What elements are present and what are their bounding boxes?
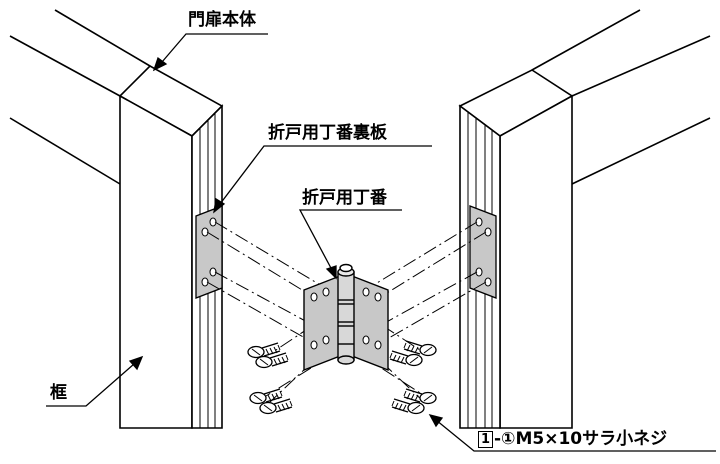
label-hinge: 折戸用丁番 — [302, 188, 387, 208]
label-hinge-back-plate: 折戸用丁番裏板 — [268, 123, 387, 143]
label-door-body: 門扉本体 — [188, 10, 256, 30]
right-back-plate — [469, 205, 497, 299]
label-screw-text: -①M5×10サラ小ネジ — [494, 429, 668, 449]
part-number-box: 1 — [478, 431, 493, 448]
screws-left — [247, 342, 293, 415]
left-door-rail — [9, 9, 151, 185]
right-door-rail — [531, 9, 711, 185]
left-frame — [118, 65, 224, 429]
folding-door-hinge — [303, 263, 389, 372]
screws-right — [389, 340, 437, 415]
label-screw: 1-①M5×10サラ小ネジ — [478, 429, 667, 449]
label-frame: 框 — [50, 383, 67, 403]
leader-lines — [46, 33, 716, 452]
left-back-plate — [195, 205, 223, 299]
